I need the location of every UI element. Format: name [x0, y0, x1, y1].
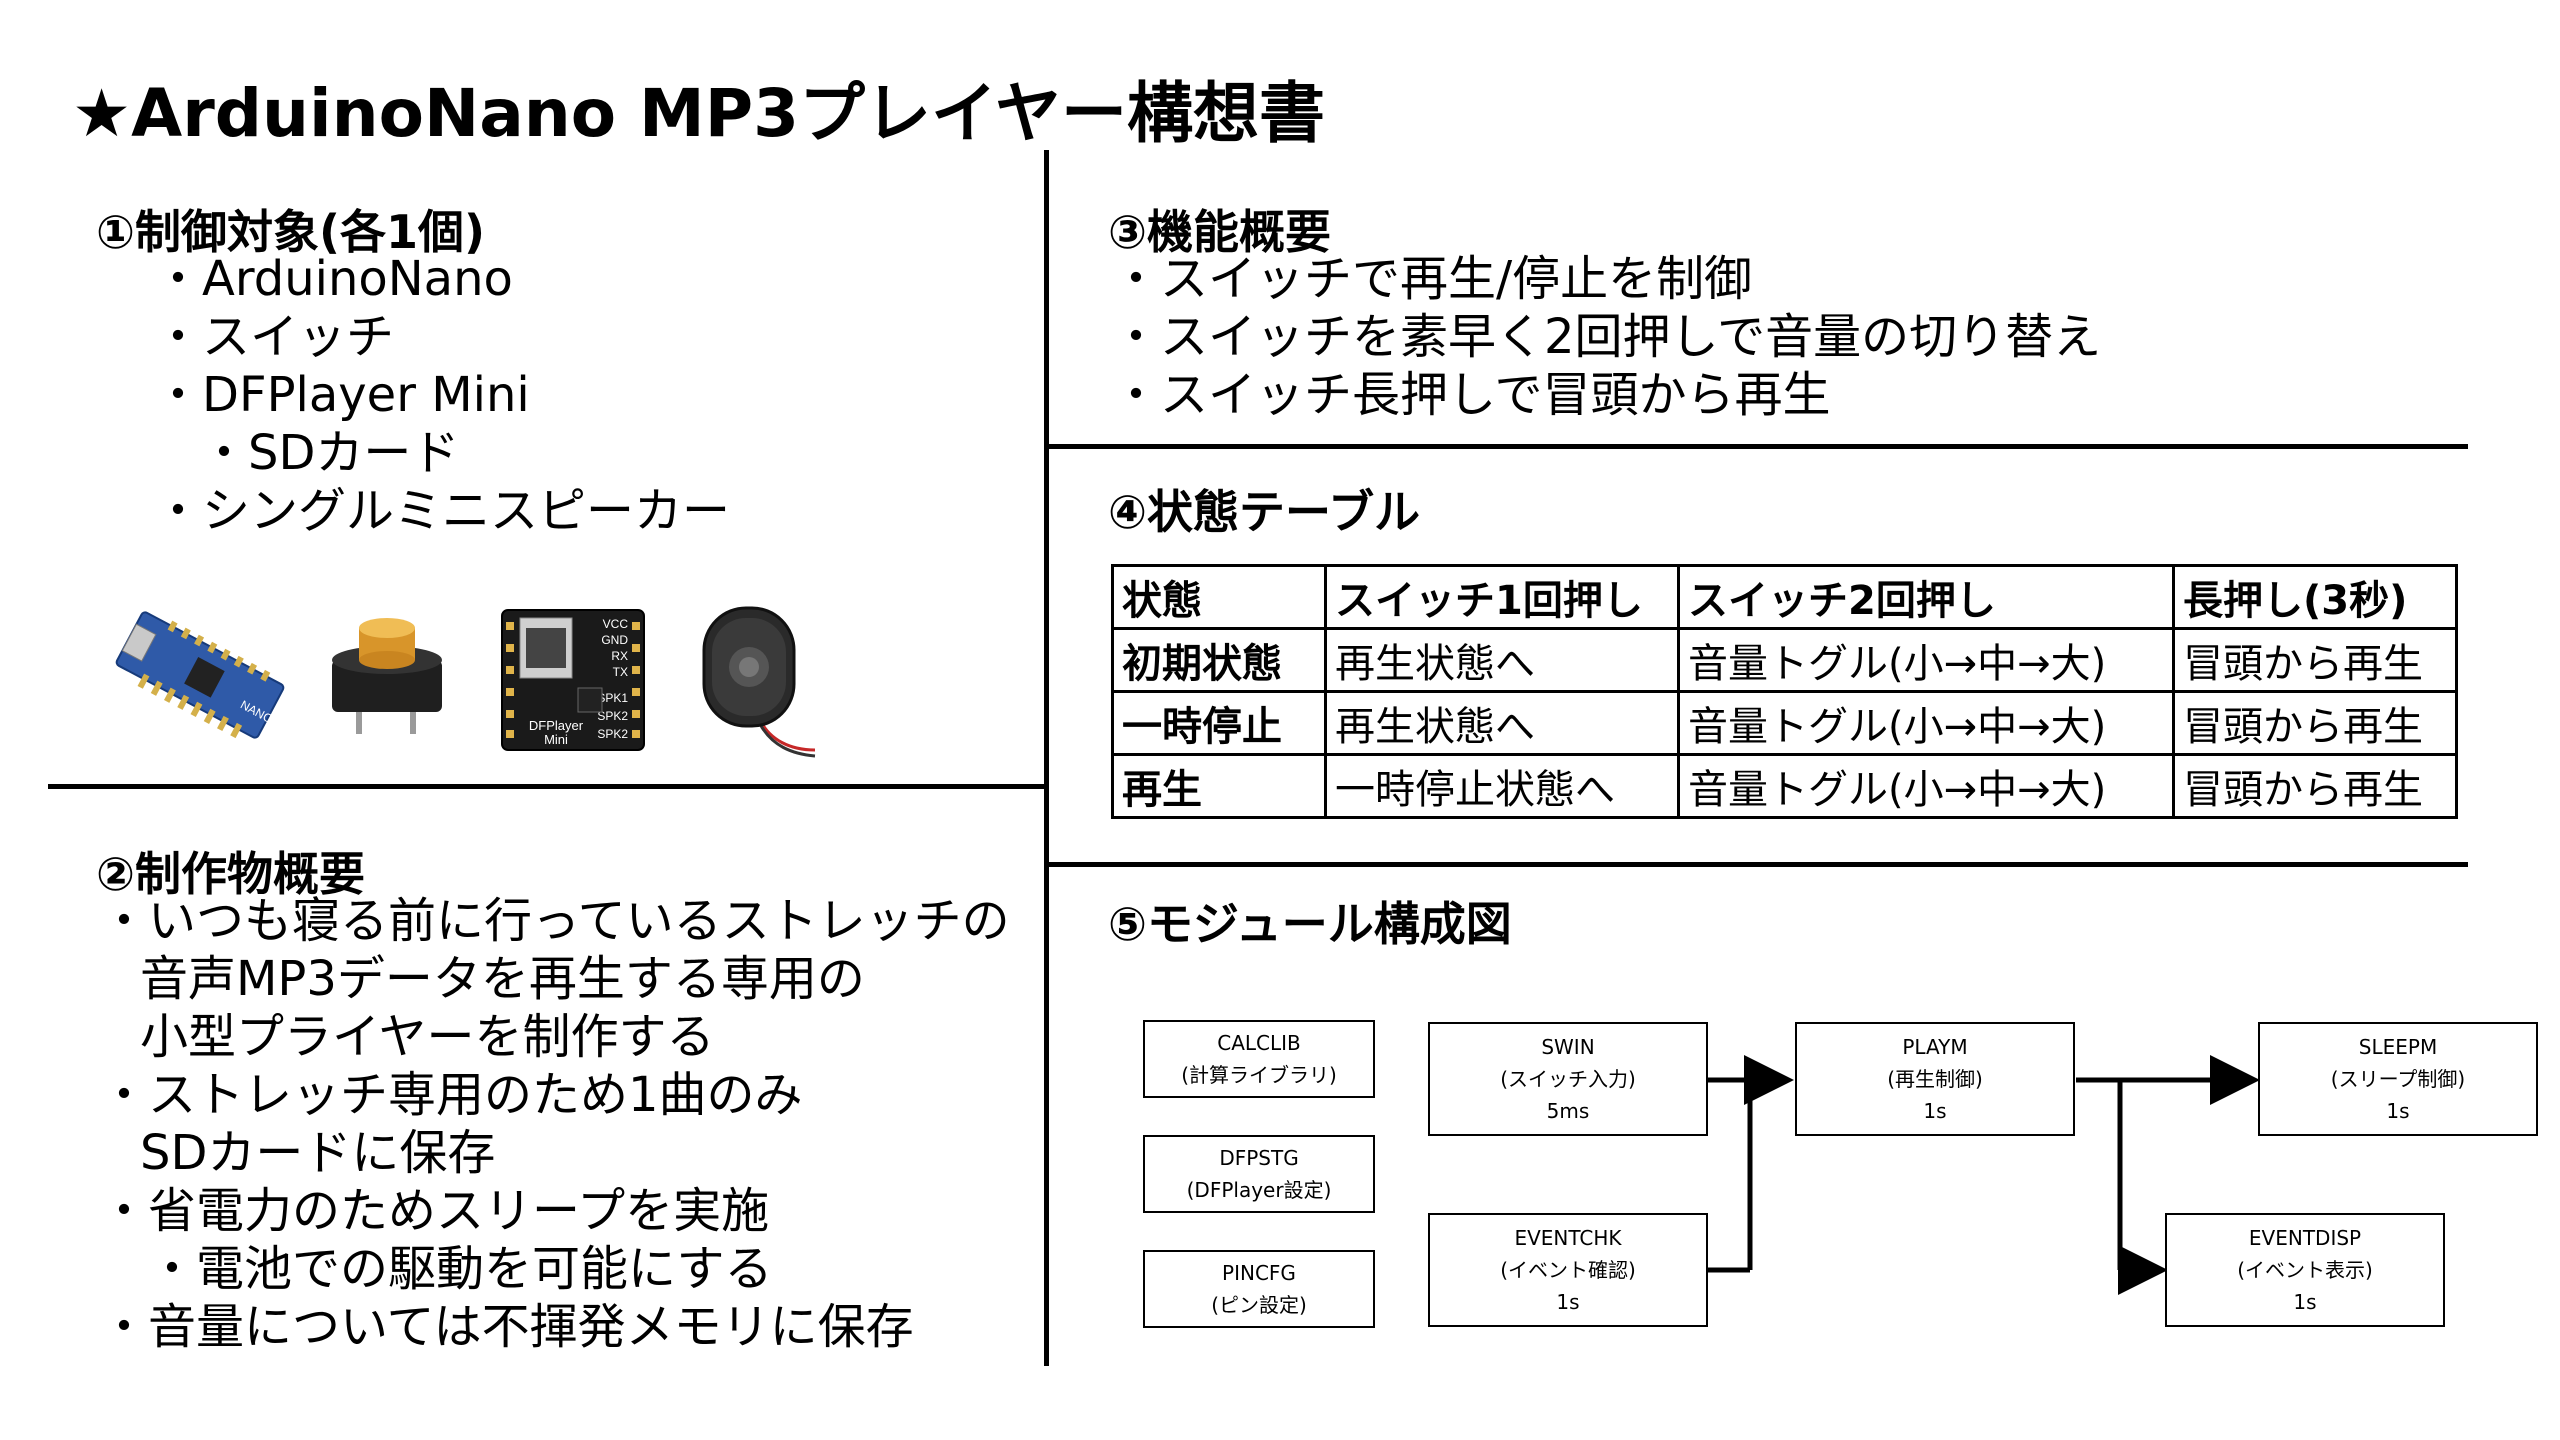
- list-item: ・DFPlayer Mini: [154, 367, 530, 423]
- pin-label: VCC: [603, 617, 629, 631]
- module-period: 1s: [1556, 1290, 1580, 1314]
- module-label: DFPlayer: [529, 718, 584, 733]
- section1-list: ・ArduinoNano ・スイッチ ・DFPlayer Mini ・SDカード…: [154, 250, 730, 540]
- table-cell: 冒頭から再生: [2172, 753, 2458, 819]
- text-line: 小型プライヤーを制作する: [140, 1009, 715, 1065]
- text-line: ・音量については不揮発メモリに保存: [100, 1299, 914, 1355]
- section3-heading: ③機能概要: [1108, 205, 1331, 259]
- list-item: ・SDカード: [200, 425, 460, 481]
- text-line: ・いつも寝る前に行っているストレッチの: [100, 893, 1010, 949]
- module-name: SWIN: [1541, 1035, 1595, 1059]
- table-cell: 音量トグル(小→中→大): [1677, 627, 2175, 693]
- page-title: ★ArduinoNano MP3プレイヤー構想書: [72, 75, 1326, 152]
- module-label: Mini: [544, 732, 568, 747]
- table-row: 初期状態 再生状態へ 音量トグル(小→中→大) 冒頭から再生: [1111, 627, 2458, 693]
- module-sleepm: SLEEPM (スリープ制御) 1s: [2258, 1022, 2538, 1136]
- section5-heading: ⑤モジュール構成図: [1108, 897, 1512, 951]
- section2-body: ・いつも寝る前に行っているストレッチの 音声MP3データを再生する専用の 小型プ…: [100, 892, 1010, 1356]
- module-name: EVENTDISP: [2248, 1226, 2362, 1250]
- table-cell: 初期状態: [1111, 627, 1327, 693]
- pin-label: SPK1: [597, 691, 628, 705]
- module-desc: (イベント確認): [1500, 1258, 1636, 1282]
- section4-heading: ④状態テーブル: [1108, 485, 1421, 539]
- list-item: ・シングルミニスピーカー: [154, 483, 731, 539]
- module-desc: (スリープ制御): [2330, 1067, 2466, 1091]
- column-header: 状態: [1111, 564, 1327, 630]
- text-line: ・省電力のためスリープを実施: [100, 1183, 770, 1239]
- right-divider-2: [1046, 862, 2468, 867]
- module-desc: (ピン設定): [1211, 1293, 1307, 1317]
- text-line: ・ストレッチ専用のため1曲のみ: [100, 1067, 803, 1123]
- text-line: SDカードに保存: [140, 1125, 496, 1181]
- module-connectors: [1708, 1055, 2260, 1295]
- list-item: ・ArduinoNano: [154, 251, 513, 307]
- table-header-row: 状態 スイッチ1回押し スイッチ2回押し 長押し(3秒): [1111, 564, 2458, 630]
- table-row: 一時停止 再生状態へ 音量トグル(小→中→大) 冒頭から再生: [1111, 690, 2458, 756]
- module-eventdisp: EVENTDISP (イベント表示) 1s: [2165, 1213, 2445, 1327]
- table-cell: 一時停止: [1111, 690, 1327, 756]
- module-pincfg: PINCFG (ピン設定): [1143, 1250, 1375, 1328]
- table-cell: 冒頭から再生: [2172, 627, 2458, 693]
- table-cell: 一時停止状態へ: [1324, 753, 1680, 819]
- module-name: PLAYM: [1902, 1035, 1968, 1059]
- module-period: 1s: [1923, 1099, 1947, 1123]
- table-row: 再生 一時停止状態へ 音量トグル(小→中→大) 冒頭から再生: [1111, 753, 2458, 819]
- table-cell: 音量トグル(小→中→大): [1677, 753, 2175, 819]
- pin-label: GND: [601, 633, 628, 647]
- module-period: 1s: [2386, 1099, 2410, 1123]
- list-item: ・スイッチで再生/停止を制御: [1112, 251, 1753, 307]
- table-cell: 冒頭から再生: [2172, 690, 2458, 756]
- section3-list: ・スイッチで再生/停止を制御 ・スイッチを素早く2回押しで音量の切り替え ・スイ…: [1112, 250, 2101, 424]
- pin-label: TX: [613, 665, 628, 679]
- module-name: PINCFG: [1222, 1261, 1296, 1285]
- section1-heading: ①制御対象(各1個): [96, 205, 486, 259]
- text-line: 音声MP3データを再生する専用の: [140, 951, 865, 1007]
- column-header: 長押し(3秒): [2172, 564, 2458, 630]
- speaker-image: [702, 606, 816, 758]
- module-calclib: CALCLIB (計算ライブラリ): [1143, 1020, 1375, 1098]
- pin-label: RX: [611, 649, 628, 663]
- module-desc: (スイッチ入力): [1500, 1067, 1636, 1091]
- module-name: CALCLIB: [1217, 1031, 1301, 1055]
- arduino-nano-image: NANO: [115, 611, 285, 739]
- module-desc: (イベント表示): [2237, 1258, 2373, 1282]
- table-cell: 再生: [1111, 753, 1327, 819]
- table-cell: 音量トグル(小→中→大): [1677, 690, 2175, 756]
- module-dfpstg: DFPSTG (DFPlayer設定): [1143, 1135, 1375, 1213]
- text-line: ・電池での駆動を可能にする: [148, 1241, 773, 1297]
- module-eventchk: EVENTCHK (イベント確認) 1s: [1428, 1213, 1708, 1327]
- table-cell: 再生状態へ: [1324, 690, 1680, 756]
- dfplayer-mini-image: VCC GND RX TX SPK1 SPK2 SPK2 DFPlayer Mi…: [501, 609, 645, 751]
- pin-label: SPK2: [597, 727, 628, 741]
- right-divider-1: [1046, 444, 2468, 449]
- module-name: EVENTCHK: [1514, 1226, 1622, 1250]
- module-swin: SWIN (スイッチ入力) 5ms: [1428, 1022, 1708, 1136]
- section2-heading: ②制作物概要: [96, 847, 365, 901]
- vertical-divider: [1044, 150, 1049, 1366]
- push-switch-image: [332, 618, 442, 734]
- list-item: ・スイッチ長押しで冒頭から再生: [1112, 367, 1831, 423]
- module-playm: PLAYM (再生制御) 1s: [1795, 1022, 2075, 1136]
- module-period: 1s: [2293, 1290, 2317, 1314]
- column-header: スイッチ1回押し: [1324, 564, 1680, 630]
- table-cell: 再生状態へ: [1324, 627, 1680, 693]
- left-horizontal-divider: [48, 784, 1046, 789]
- module-desc: (再生制御): [1887, 1067, 1983, 1091]
- list-item: ・スイッチ: [154, 309, 395, 365]
- module-period: 5ms: [1546, 1099, 1590, 1123]
- list-item: ・スイッチを素早く2回押しで音量の切り替え: [1112, 309, 2102, 365]
- module-name: DFPSTG: [1219, 1146, 1299, 1170]
- module-name: SLEEPM: [2358, 1035, 2438, 1059]
- pin-label: SPK2: [597, 709, 628, 723]
- module-desc: (計算ライブラリ): [1181, 1063, 1337, 1087]
- module-desc: (DFPlayer設定): [1186, 1178, 1332, 1202]
- column-header: スイッチ2回押し: [1677, 564, 2175, 630]
- state-table: 状態 スイッチ1回押し スイッチ2回押し 長押し(3秒) 初期状態 再生状態へ …: [1111, 564, 2458, 819]
